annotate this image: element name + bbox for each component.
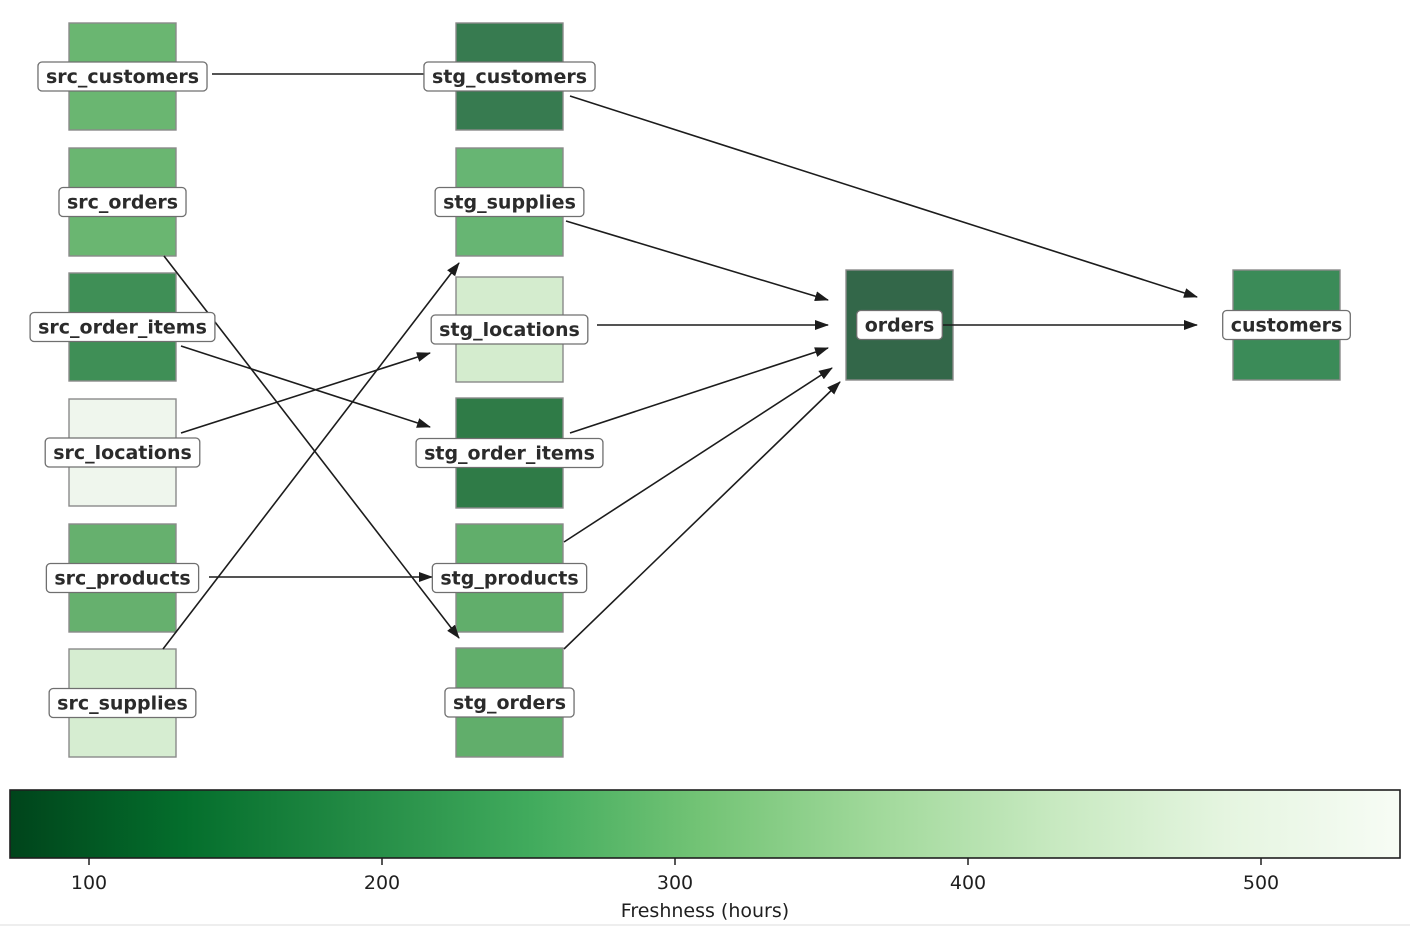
node-label-text: src_locations	[53, 442, 192, 464]
node-label-src_locations: src_locations	[44, 437, 201, 468]
node-label-text: stg_supplies	[443, 192, 576, 214]
node-label-stg_customers: stg_customers	[423, 61, 596, 92]
nodes-layer	[68, 22, 1341, 758]
colorbar-tick-label: 400	[950, 872, 986, 894]
node-label-box	[444, 687, 575, 718]
edge-stg_supplies-to-orders	[565, 220, 829, 302]
node-label-box	[856, 309, 943, 341]
node-label-box	[434, 186, 585, 218]
node-label-text: src_products	[54, 568, 190, 590]
node-label-customers: customers	[1222, 309, 1351, 341]
edge-stg_products-to-orders	[563, 367, 833, 543]
colorbar-tick-label: 200	[364, 872, 400, 894]
node-label-box	[431, 562, 588, 594]
edge-stg_order_items-to-orders	[569, 347, 829, 434]
node-label-box	[37, 61, 208, 92]
node-label-text: src_orders	[67, 192, 178, 214]
colorbar-ticks: 100 200 300 400 500	[71, 858, 1279, 894]
edge-src_locations-to-stg_locations	[180, 352, 431, 434]
node-label-src_orders: src_orders	[58, 186, 187, 218]
node-label-src_products: src_products	[45, 562, 200, 594]
node-label-orders: orders	[856, 309, 943, 341]
node-label-text: src_supplies	[57, 693, 188, 715]
node-label-text: stg_locations	[439, 319, 580, 341]
node-label-box	[45, 562, 200, 594]
edge-src_order_items-to-stg_order_items	[180, 345, 431, 428]
edges-layer	[162, 69, 1198, 650]
node-label-box	[415, 437, 604, 469]
colorbar-axis-label: Freshness (hours)	[621, 900, 789, 922]
colorbar-gradient-bar	[9, 789, 1401, 859]
labels-layer: src_customers src_orders src_order_itemssr…	[29, 61, 1351, 719]
node-label-stg_orders: stg_orders	[444, 687, 575, 718]
node-label-text: orders	[865, 315, 935, 337]
edge-stg_orders-to-orders	[563, 381, 841, 650]
node-label-box	[423, 61, 596, 92]
node-label-text: src_customers	[46, 66, 199, 88]
node-label-box	[1222, 309, 1351, 341]
node-label-src_supplies: src_supplies	[48, 687, 197, 719]
node-label-box	[58, 186, 187, 218]
node-label-box	[44, 437, 201, 468]
node-label-stg_locations: stg_locations	[430, 314, 589, 345]
node-label-stg_supplies: stg_supplies	[434, 186, 585, 218]
node-label-box	[430, 314, 589, 345]
colorbar: 100 200 300 400 500 Freshness (hours)	[0, 789, 1410, 926]
colorbar-tick-label: 500	[1243, 872, 1279, 894]
edge-src_supplies-to-stg_supplies	[162, 262, 460, 650]
node-label-text: stg_order_items	[424, 443, 595, 465]
node-label-stg_products: stg_products	[431, 562, 588, 594]
node-label-box	[29, 311, 216, 343]
node-label-src_customers: src_customers	[37, 61, 208, 92]
colorbar-tick-label: 300	[657, 872, 693, 894]
node-label-text: stg_orders	[453, 692, 566, 714]
node-label-src_order_items: src_order_items	[29, 311, 216, 343]
node-label-text: stg_products	[440, 568, 578, 590]
edge-stg_customers-to-customers	[569, 95, 1198, 298]
node-label-text: stg_customers	[432, 66, 587, 88]
node-label-text: customers	[1231, 315, 1343, 337]
node-label-stg_order_items: stg_order_items	[415, 437, 604, 469]
node-label-box	[48, 687, 197, 719]
node-label-text: src_order_items	[38, 317, 207, 339]
colorbar-tick-label: 100	[71, 872, 107, 894]
